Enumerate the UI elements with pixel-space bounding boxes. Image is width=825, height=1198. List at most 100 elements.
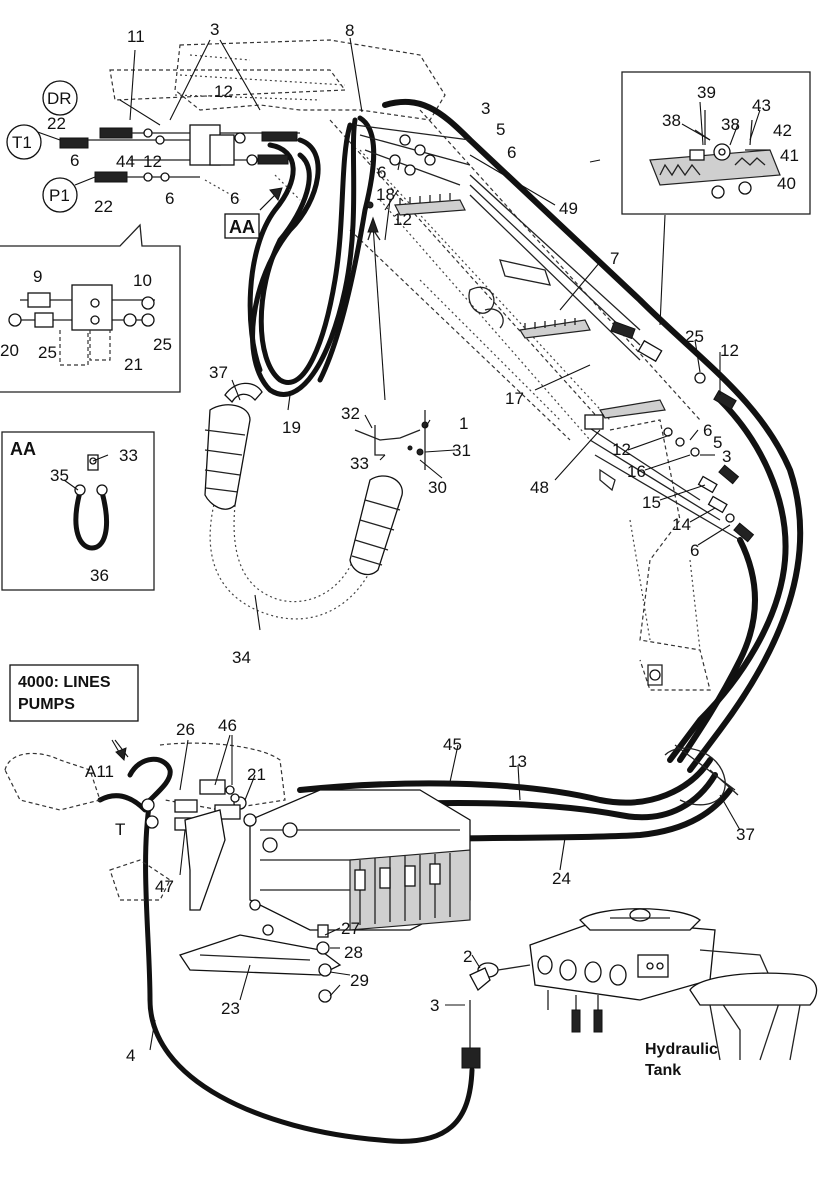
port-p1: P1 [49, 186, 70, 205]
callout-3-d: 3 [430, 996, 439, 1015]
callout-8: 8 [345, 21, 354, 40]
callout-5-b: 5 [713, 433, 722, 452]
callout-18: 18 [376, 185, 395, 204]
callout-25-c: 25 [153, 335, 172, 354]
callout-6-a: 6 [70, 151, 79, 170]
port-t: T [115, 820, 125, 839]
hose-49-main-boom [382, 98, 804, 773]
callout-49: 49 [559, 199, 578, 218]
hose-sleeve-34 [204, 382, 403, 620]
callout-11: 11 [127, 27, 145, 46]
hose-4-pressure [143, 797, 475, 1144]
arrows [111, 187, 386, 762]
hydraulic-tank [461, 908, 818, 1069]
control-valve-bank [4, 742, 471, 1003]
callout-6-b: 6 [165, 189, 174, 208]
callout-3-top: 3 [210, 20, 219, 39]
callout-13: 13 [508, 752, 527, 771]
callout-41: 41 [780, 146, 799, 165]
callout-36: 36 [90, 566, 109, 585]
callout-5-a: 5 [496, 120, 505, 139]
clamp-parts [354, 410, 429, 470]
hose-a11-t [97, 756, 173, 813]
callout-29: 29 [350, 971, 369, 990]
callout-25-b: 25 [38, 343, 57, 362]
tank-label-line-1: Hydraulic [645, 1041, 718, 1058]
callout-22-b: 22 [94, 197, 113, 216]
callout-44: 44 [116, 152, 135, 171]
callout-15: 15 [642, 493, 661, 512]
callout-25-a: 25 [685, 327, 704, 346]
callout-30: 30 [428, 478, 447, 497]
callout-37-b: 37 [736, 825, 755, 844]
callout-10: 10 [133, 271, 152, 290]
callout-24: 24 [552, 869, 571, 888]
callout-21-a: 21 [124, 355, 143, 374]
callout-12-d: 12 [612, 440, 631, 459]
callout-3-c: 3 [722, 447, 731, 466]
detail-top-right [621, 71, 811, 215]
callout-39: 39 [697, 83, 716, 102]
callout-12-a: 12 [143, 152, 162, 171]
fittings-boom-mid [469, 174, 755, 543]
callout-31: 31 [452, 441, 471, 460]
callout-6-d: 6 [507, 143, 516, 162]
callout-12-c: 12 [720, 341, 739, 360]
callout-46: 46 [218, 716, 237, 735]
callout-45: 45 [443, 735, 462, 754]
callout-22-a: 22 [47, 114, 66, 133]
callout-48: 48 [530, 478, 549, 497]
callout-23: 23 [221, 999, 240, 1018]
callout-2: 2 [463, 947, 472, 966]
callout-28: 28 [344, 943, 363, 962]
callout-27: 27 [341, 919, 360, 938]
detail-inset-left [0, 223, 181, 393]
callout-1: 1 [459, 414, 468, 433]
callout-43: 43 [752, 96, 771, 115]
callout-6-f: 6 [703, 421, 712, 440]
note-box: 4000: LINES PUMPS [9, 664, 139, 722]
cable-tie-37 [664, 744, 739, 806]
detail-aa-inset-title: AA [10, 439, 36, 459]
callout-26: 26 [176, 720, 195, 739]
callout-6-g: 6 [690, 541, 699, 560]
tank-label: Hydraulic Tank [645, 1041, 718, 1079]
callout-37-a: 37 [209, 363, 228, 382]
callout-21-b: 21 [247, 765, 266, 784]
note-line-2: PUMPS [18, 696, 75, 713]
callout-38-b: 38 [721, 115, 740, 134]
callout-14: 14 [672, 515, 691, 534]
callout-38-a: 38 [662, 111, 681, 130]
leader-lines [31, 37, 761, 1051]
callout-6-c: 6 [230, 189, 239, 208]
callout-33-a: 33 [350, 454, 369, 473]
hose-19-boom-loops [247, 115, 377, 397]
callout-40: 40 [777, 174, 796, 193]
detail-inset-aa [1, 431, 155, 591]
callout-35: 35 [50, 466, 69, 485]
callout-42: 42 [773, 121, 792, 140]
fittings-upper-left [59, 124, 301, 201]
callout-4: 4 [126, 1046, 135, 1065]
detail-aa-labels: AA AA [10, 213, 260, 459]
callout-12-upper: 12 [214, 82, 233, 101]
callout-16: 16 [627, 462, 646, 481]
callout-12-b: 12 [393, 210, 412, 229]
port-a11: A11 [85, 762, 114, 781]
callout-numbers: 11 3 8 12 22 6 44 12 22 6 6 3 5 6 6 18 1… [0, 20, 799, 1065]
callout-33-b: 33 [119, 446, 138, 465]
port-t1: T1 [12, 133, 32, 152]
detail-aa-reference: AA [229, 217, 255, 237]
callout-19: 19 [282, 418, 301, 437]
tank-label-line-2: Tank [645, 1062, 681, 1079]
callout-9: 9 [33, 267, 42, 286]
note-line-1: 4000: LINES [18, 674, 111, 691]
callout-6-e: 6 [377, 163, 386, 182]
callout-17: 17 [505, 389, 524, 408]
callout-3-b: 3 [481, 99, 490, 118]
port-dr: DR [47, 89, 72, 108]
callout-34: 34 [232, 648, 251, 667]
callout-7: 7 [610, 249, 619, 268]
fittings-boom-top [354, 124, 471, 241]
